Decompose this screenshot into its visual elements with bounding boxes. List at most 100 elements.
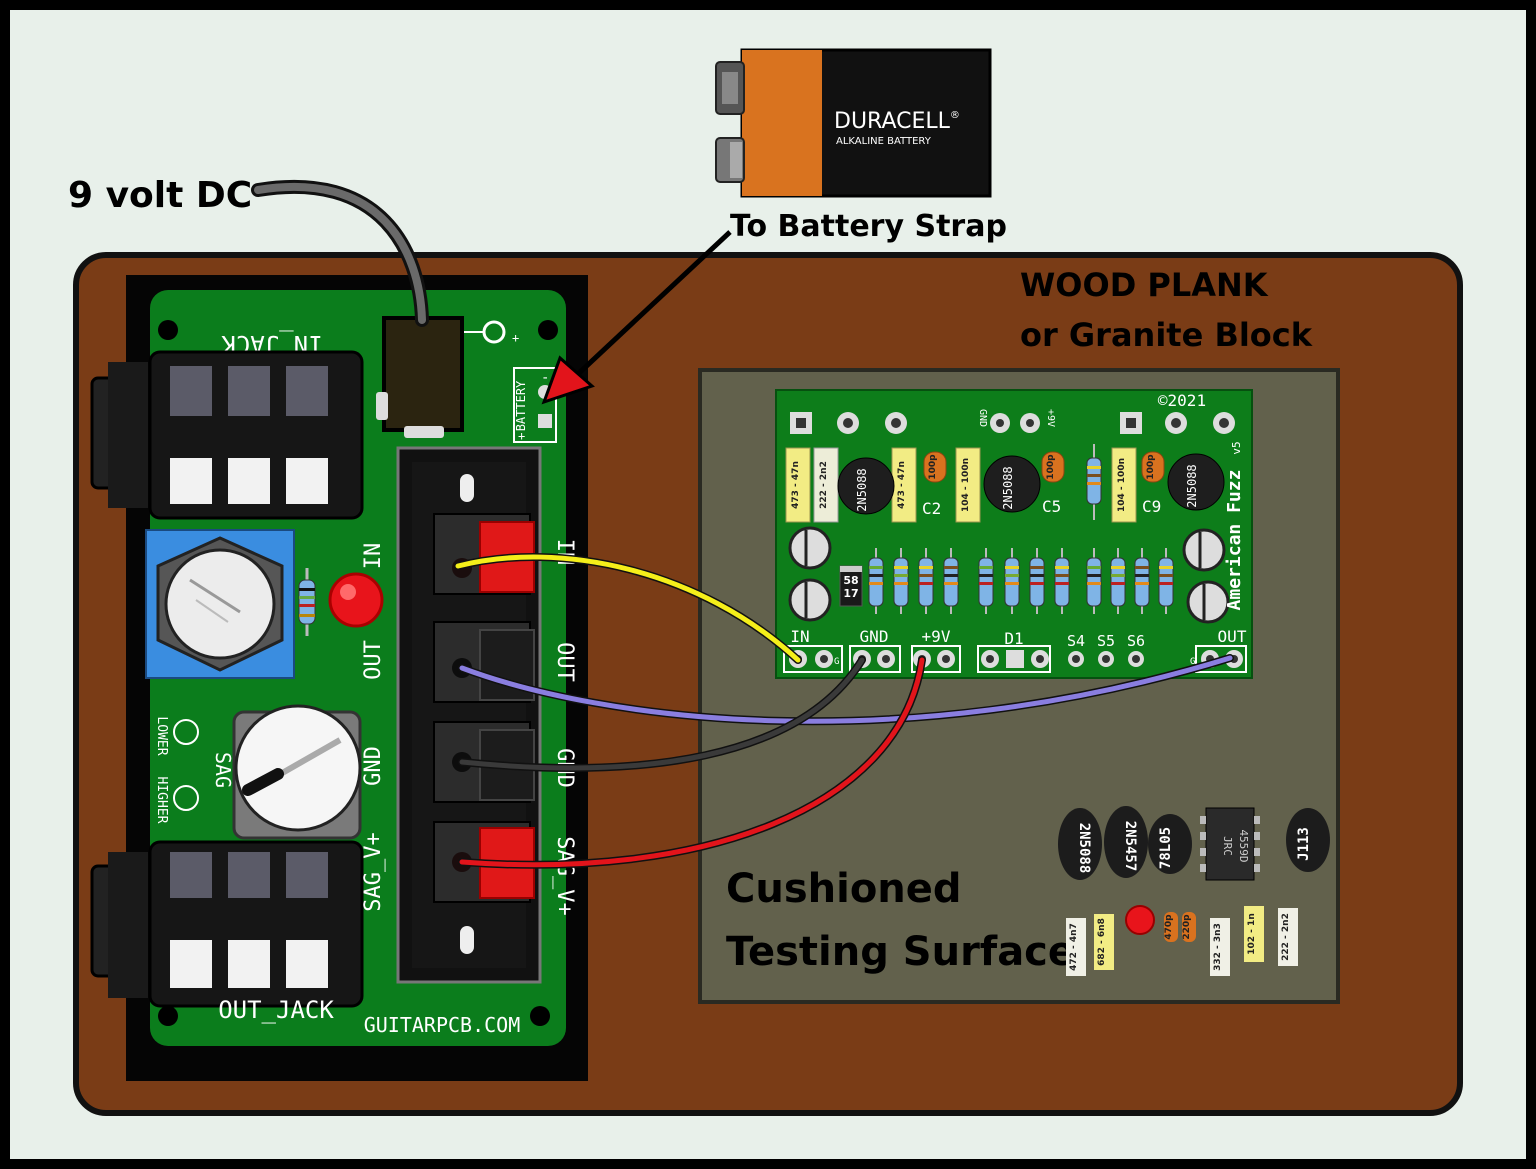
surface-label-line2: Testing Surface [726,929,1075,975]
out-jack-label: OUT_JACK [218,996,334,1024]
tray-transistor[interactable] [1148,814,1192,874]
tester-board: IN_JACK OUT_JACK GUITARPCB.COM [90,275,588,1081]
pad-label-out: OUT [1218,627,1247,646]
battery-header-label: BATTERY [514,380,528,431]
tray-transistor[interactable] [1104,806,1148,878]
dc-power-cable-core [254,182,426,324]
ceramic-cap [1041,451,1065,483]
pad-label-s4: S4 [1067,632,1085,650]
resistor [1054,548,1070,614]
tray-transistor-label: J113 [1296,827,1312,861]
ceramic-cap [1141,451,1165,483]
tray-cap[interactable] [1066,918,1086,976]
sag-knob[interactable] [232,704,362,840]
out-jack[interactable] [90,840,364,1008]
sag-higher-label: HIGHER [154,777,169,824]
tray-cap-label: 682 - 6n8 [1097,918,1107,966]
mounting-hole [158,320,178,340]
fuzz-pcb [775,389,1253,679]
resistor [943,548,959,614]
resistor [1134,548,1150,614]
resistor [1004,548,1020,614]
ceramic-cap-label: 100p [928,454,938,480]
mounting-hole [538,320,558,340]
resistor [1086,548,1102,614]
tray-ceramic-label: 470p [1164,914,1174,940]
tray-cap-label: 332 - 3n3 [1213,923,1223,971]
pad-label-gnd: GND [860,627,889,646]
transistor [837,457,895,515]
ic-chip[interactable] [1200,807,1260,881]
sag-lower-mark [173,719,199,745]
tray-transistor[interactable] [1058,808,1102,880]
dc-plus-mark: + [512,331,519,345]
film-cap [1111,447,1137,523]
copyright-label: ©2021 [1158,391,1206,410]
fuzz-board: ©2021 GND +9V 473 - 47n 222 - 2n2 473 - … [775,389,1253,679]
website-label: GUITARPCB.COM [364,1013,521,1037]
tray-cap-label: 222 - 2n2 [1281,913,1291,961]
electrolytic-cap [788,526,832,570]
ceramic-cap-label: 100p [1146,454,1156,480]
led-indicator [328,572,384,628]
led-highlight [340,584,356,600]
tray-cap[interactable] [1278,908,1298,966]
battery-9v [715,48,992,198]
ic-label-brand: JRC [1221,836,1234,856]
battery-arrow-head [541,355,595,405]
cap-ref-c2: C2 [922,499,941,518]
tray-transistor-label: 2N5457 [1122,821,1138,872]
cap-ref-c9: C9 [1142,497,1161,516]
resistor [1158,548,1174,614]
pad-label-in: IN [790,627,809,646]
tray-cap[interactable] [1094,914,1114,970]
mounting-hole [530,1006,550,1026]
diode-band [840,566,862,572]
diode-label-top: 58 [843,574,858,587]
battery-subtitle: ALKALINE BATTERY [836,136,932,147]
tray-cap-label: 102 - 1n [1247,913,1257,954]
tray-led[interactable] [1125,905,1155,935]
electrolytic-cap [1182,528,1226,572]
film-cap [785,447,811,523]
tray-ceramic-cap[interactable] [1164,912,1178,942]
tray-cap[interactable] [1210,918,1230,976]
cap-ref-c5: C5 [1042,497,1061,516]
dc-input-label: 9 volt DC [68,175,252,216]
sag-lower-label: LOWER [154,716,169,755]
transistor-label: 2N5088 [1001,466,1015,509]
resistor [893,548,909,614]
in-jack[interactable] [90,350,364,520]
tray-ceramic-cap[interactable] [1182,912,1196,942]
ground-mark: G [1190,657,1195,667]
ground-mark: G [834,657,839,667]
sag-higher-mark [173,785,199,811]
terminal-label-left-gnd: GND [361,746,386,786]
film-cap-label: 473 - 47n [897,461,907,509]
transistor-label: 2N5088 [855,468,869,511]
transistor [983,455,1041,513]
tray-cap[interactable] [1244,906,1264,962]
resistor [868,548,884,614]
resistor [1110,548,1126,614]
resistor [298,568,316,636]
trimpot[interactable] [145,529,295,679]
terminal-label-right-out: OUT [552,642,577,682]
nine-volt-top-label: +9V [1045,409,1056,427]
terminal-label-left-in: IN [361,543,386,570]
ic-label-part: 4559D [1237,829,1250,862]
pad-label-9v: +9V [922,627,951,646]
ceramic-cap-label: 100p [1046,454,1056,480]
tray-cap-label: 472 - 4n7 [1069,923,1079,971]
tray-ceramic-label: 220p [1182,914,1192,940]
sag-label: SAG [211,752,235,788]
tray-transistor[interactable] [1286,808,1330,872]
resistor [1086,444,1102,520]
film-cap-label: 104 - 100n [1117,458,1127,512]
fuzz-board-name: American Fuzz [1224,470,1245,611]
terminal-label-right-sag: SAG_V+ [552,836,577,915]
film-cap-label: 473 - 47n [791,461,801,509]
resistor [918,548,934,614]
top-pads [790,412,1235,434]
electrolytic-cap [1186,580,1230,624]
